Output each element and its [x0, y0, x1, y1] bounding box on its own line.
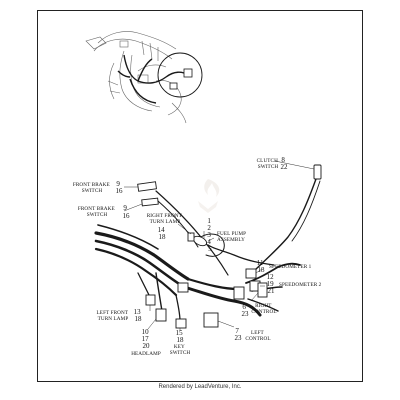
diagram-frame: CLUTCH SWITCH 8 22 FRONT BRAKE SWITCH 9 … — [37, 10, 363, 382]
right-front-turn-lamp-connector — [187, 232, 195, 242]
key-switch-label: KEY SWITCH — [170, 344, 191, 356]
right-control-numbers: 6 23 — [242, 303, 250, 318]
key-switch-connector — [175, 318, 187, 329]
left-front-turn-lamp-label: LEFT FRONT TURN LAMP — [97, 310, 130, 322]
clutch-switch-label: CLUTCH SWITCH — [257, 158, 280, 170]
front-brake-switch-2-label: FRONT BRAKE SWITCH — [78, 206, 116, 218]
headlamp-numbers: 10 17 20 — [142, 328, 151, 350]
locator-harness — [117, 54, 189, 104]
motorcycle-locator-view — [85, 31, 187, 124]
headlamp-connector — [155, 308, 167, 322]
key-switch-numbers: 15 18 — [176, 329, 185, 344]
locator-connector — [169, 68, 193, 90]
wiring-diagram: CLUTCH SWITCH 8 22 FRONT BRAKE SWITCH 9 … — [73, 31, 322, 357]
left-front-turn-lamp-numbers: 13 18 — [134, 308, 143, 323]
front-brake-switch-1-numbers: 9 16 — [116, 180, 124, 195]
front-brake-connector-2 — [141, 197, 159, 207]
front-brake-switch-2-numbers: 9 16 — [123, 204, 131, 220]
speedometer-1-connector — [245, 268, 257, 279]
right-control-label: RIGHT CONTROL — [251, 303, 276, 315]
main-harness — [94, 178, 321, 322]
left-control-connector — [203, 312, 219, 328]
right-front-turn-lamp-label: RIGHT FRONT TURN LAMP — [147, 213, 183, 225]
left-control-label: LEFT CONTROL — [245, 330, 270, 342]
fuel-pump-label: FUEL PUMP ASSEMBLY — [217, 231, 247, 243]
front-brake-switch-1-label: FRONT BRAKE SWITCH — [73, 182, 111, 194]
speedometer-1-label: SPEEDOMETER 1 — [269, 264, 312, 270]
speedometer-2-label: SPEEDOMETER 2 — [279, 282, 322, 288]
watermark-logo — [198, 179, 220, 213]
right-control-connector-b — [233, 286, 245, 300]
speedometer-2-numbers: 12 19 21 — [267, 273, 276, 295]
speedometer-1-numbers: 11 18 — [257, 259, 266, 274]
left-front-turn-lamp-connector — [145, 294, 156, 306]
right-front-turn-lamp-numbers: 14 18 — [158, 226, 167, 241]
front-brake-connector-1 — [137, 181, 157, 192]
connectors — [137, 164, 322, 329]
locator-detail-circle — [157, 52, 203, 98]
clutch-switch-numbers: 8 22 — [281, 156, 289, 171]
right-control-connector — [257, 282, 268, 298]
clutch-switch-connector — [313, 164, 322, 180]
leader-lines — [123, 160, 315, 331]
fuel-pump-numbers: 1 2 3 4 5 — [207, 217, 212, 253]
footer-credit: Rendered by LeadVenture, Inc. — [158, 384, 242, 390]
headlamp-label: HEADLAMP — [131, 351, 161, 357]
center-connector — [177, 282, 189, 293]
left-control-numbers: 7 23 — [235, 327, 243, 342]
